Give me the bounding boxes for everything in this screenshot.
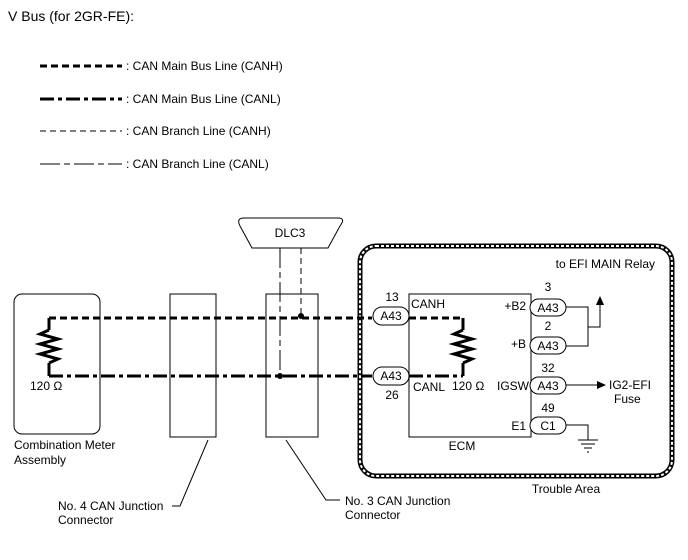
ecm-b2-pin: 3	[545, 280, 552, 294]
ecm-canh-connector	[372, 306, 410, 326]
legend-label-branch-canh: : CAN Branch Line (CANH)	[126, 124, 271, 138]
ecm-canh-label: CANH	[411, 297, 445, 311]
junction-4-label-2: Connector	[58, 513, 113, 527]
dlc3-canh-junction-dot	[298, 313, 304, 319]
junction-4-leader	[172, 439, 209, 507]
combination-meter-box	[13, 293, 101, 435]
ecm-canl-connector-label: A43	[380, 369, 402, 383]
ground-icon	[578, 439, 598, 453]
junction-connector-4	[169, 293, 217, 438]
ecm-e1-label: E1	[511, 419, 526, 433]
legend-label-branch-canl: : CAN Branch Line (CANL)	[126, 157, 269, 171]
ecm-igsw-pin: 32	[541, 361, 555, 375]
combination-meter-resistor	[34, 318, 64, 376]
ecm-igsw-connector-label: A43	[537, 379, 559, 393]
efi-main-relay-label: to EFI MAIN Relay	[556, 257, 655, 271]
legend-label-main-canh: : CAN Main Bus Line (CANH)	[126, 59, 283, 73]
efi-relay-wire	[588, 302, 601, 328]
ecm-e1-pin: 49	[541, 401, 555, 415]
junction-4-label-1: No. 4 CAN Junction	[58, 499, 163, 513]
ecm-box	[408, 293, 532, 438]
ecm-b-label: +B	[511, 337, 526, 351]
dlc3-canl-junction-dot	[277, 373, 283, 379]
ecm-canh-pin: 13	[385, 290, 399, 304]
ig2-fuse-label-2: Fuse	[614, 392, 641, 406]
ecm-b-connector-label: A43	[537, 339, 559, 353]
junction-3-label-2: Connector	[345, 508, 400, 522]
ecm-resistor-value: 120 Ω	[452, 379, 484, 393]
e1-ground-wire	[566, 424, 589, 440]
ecm-igsw-label: IGSW	[497, 379, 530, 393]
ecm-canl-pin: 26	[385, 388, 399, 402]
ecm-label: ECM	[449, 439, 476, 453]
ig2-fuse-label-1: IG2-EFI	[609, 378, 651, 392]
trouble-area-label: Trouble Area	[532, 482, 601, 496]
junction-3-label-1: No. 3 CAN Junction	[345, 494, 450, 508]
ig2-fuse-arrow-icon	[597, 381, 606, 389]
ecm-canh-connector-label: A43	[380, 309, 402, 323]
combination-meter-label-2: Assembly	[14, 453, 66, 467]
trouble-area-inner	[359, 245, 673, 477]
combination-meter-resistor-value: 120 Ω	[30, 379, 62, 393]
ecm-canl-label: CANL	[413, 380, 445, 394]
ecm-resistor	[448, 318, 478, 376]
combination-meter-label-1: Combination Meter	[14, 438, 115, 452]
junction-connector-3	[265, 293, 319, 438]
diagram-title: V Bus (for 2GR-FE):	[8, 8, 134, 24]
b2-b-wire	[566, 306, 589, 347]
ecm-b2-connector-label: A43	[537, 301, 559, 315]
dlc3-connector	[238, 217, 344, 249]
legend: : CAN Main Bus Line (CANH) : CAN Main Bu…	[40, 59, 283, 171]
junction-3-leader	[285, 439, 340, 501]
efi-relay-arrow-icon	[596, 296, 604, 305]
ecm-b-pin: 2	[545, 319, 552, 333]
ecm-b2-label: +B2	[504, 299, 526, 313]
legend-label-main-canl: : CAN Main Bus Line (CANL)	[126, 92, 281, 106]
ecm-e1-connector-label: C1	[540, 419, 556, 433]
dlc3-label: DLC3	[275, 226, 306, 240]
